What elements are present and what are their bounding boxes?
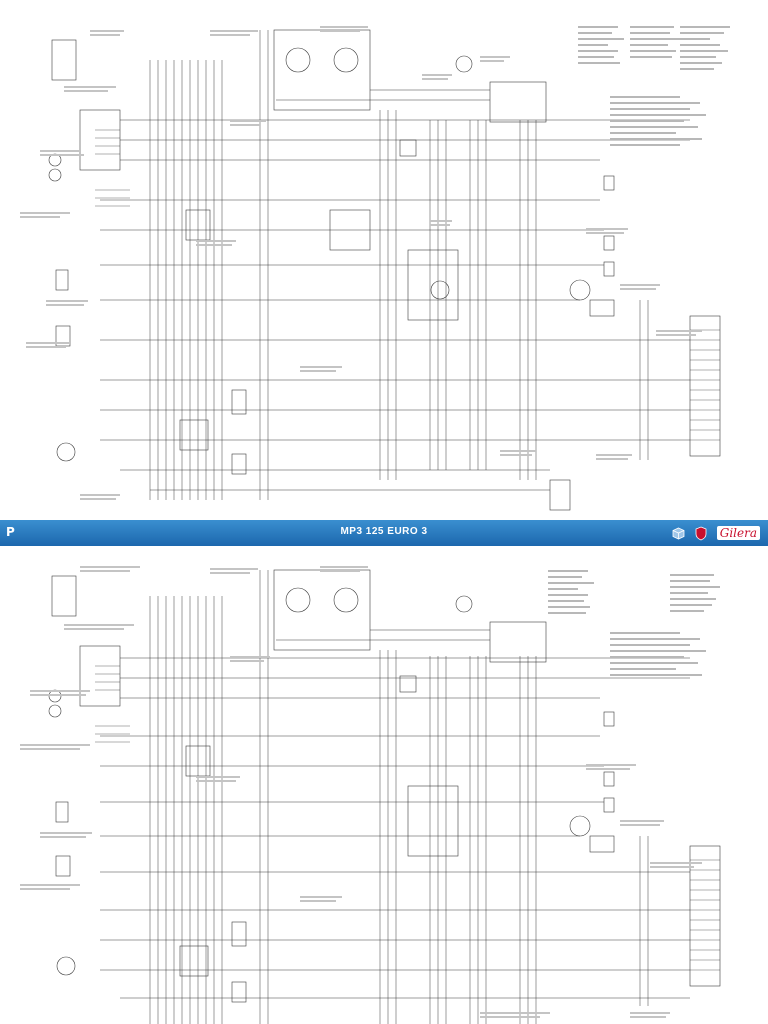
brand-logo: Gilera	[716, 526, 760, 540]
component-label-marks	[20, 26, 702, 500]
wire-bundle-horizontal-bottom	[100, 629, 690, 999]
wire-bundle-horizontal	[100, 89, 690, 491]
brand-icons: Gilera	[672, 524, 760, 542]
connector-ticks	[95, 129, 720, 441]
legend-text-block	[578, 26, 730, 146]
wire-bundle-vertical	[149, 30, 649, 500]
shield-icon	[695, 526, 707, 540]
cube-icon	[672, 527, 685, 539]
wiring-diagram-top	[20, 26, 730, 511]
wire-bundle-vertical-bottom	[149, 570, 649, 1024]
component-label-marks-bottom	[20, 566, 702, 1018]
connector-ticks-bottom	[95, 665, 720, 971]
page-icon[interactable]: P	[6, 525, 15, 539]
wiring-diagram-top-svg	[20, 26, 730, 511]
wiring-diagram-bottom-svg	[20, 566, 721, 1024]
document-title: MP3 125 EURO 3	[340, 526, 428, 537]
wiring-diagram-bottom	[0, 546, 768, 1024]
document-title-band: P MP3 125 EURO 3 Gilera	[0, 520, 768, 546]
legend-text-block-bottom	[548, 570, 720, 676]
